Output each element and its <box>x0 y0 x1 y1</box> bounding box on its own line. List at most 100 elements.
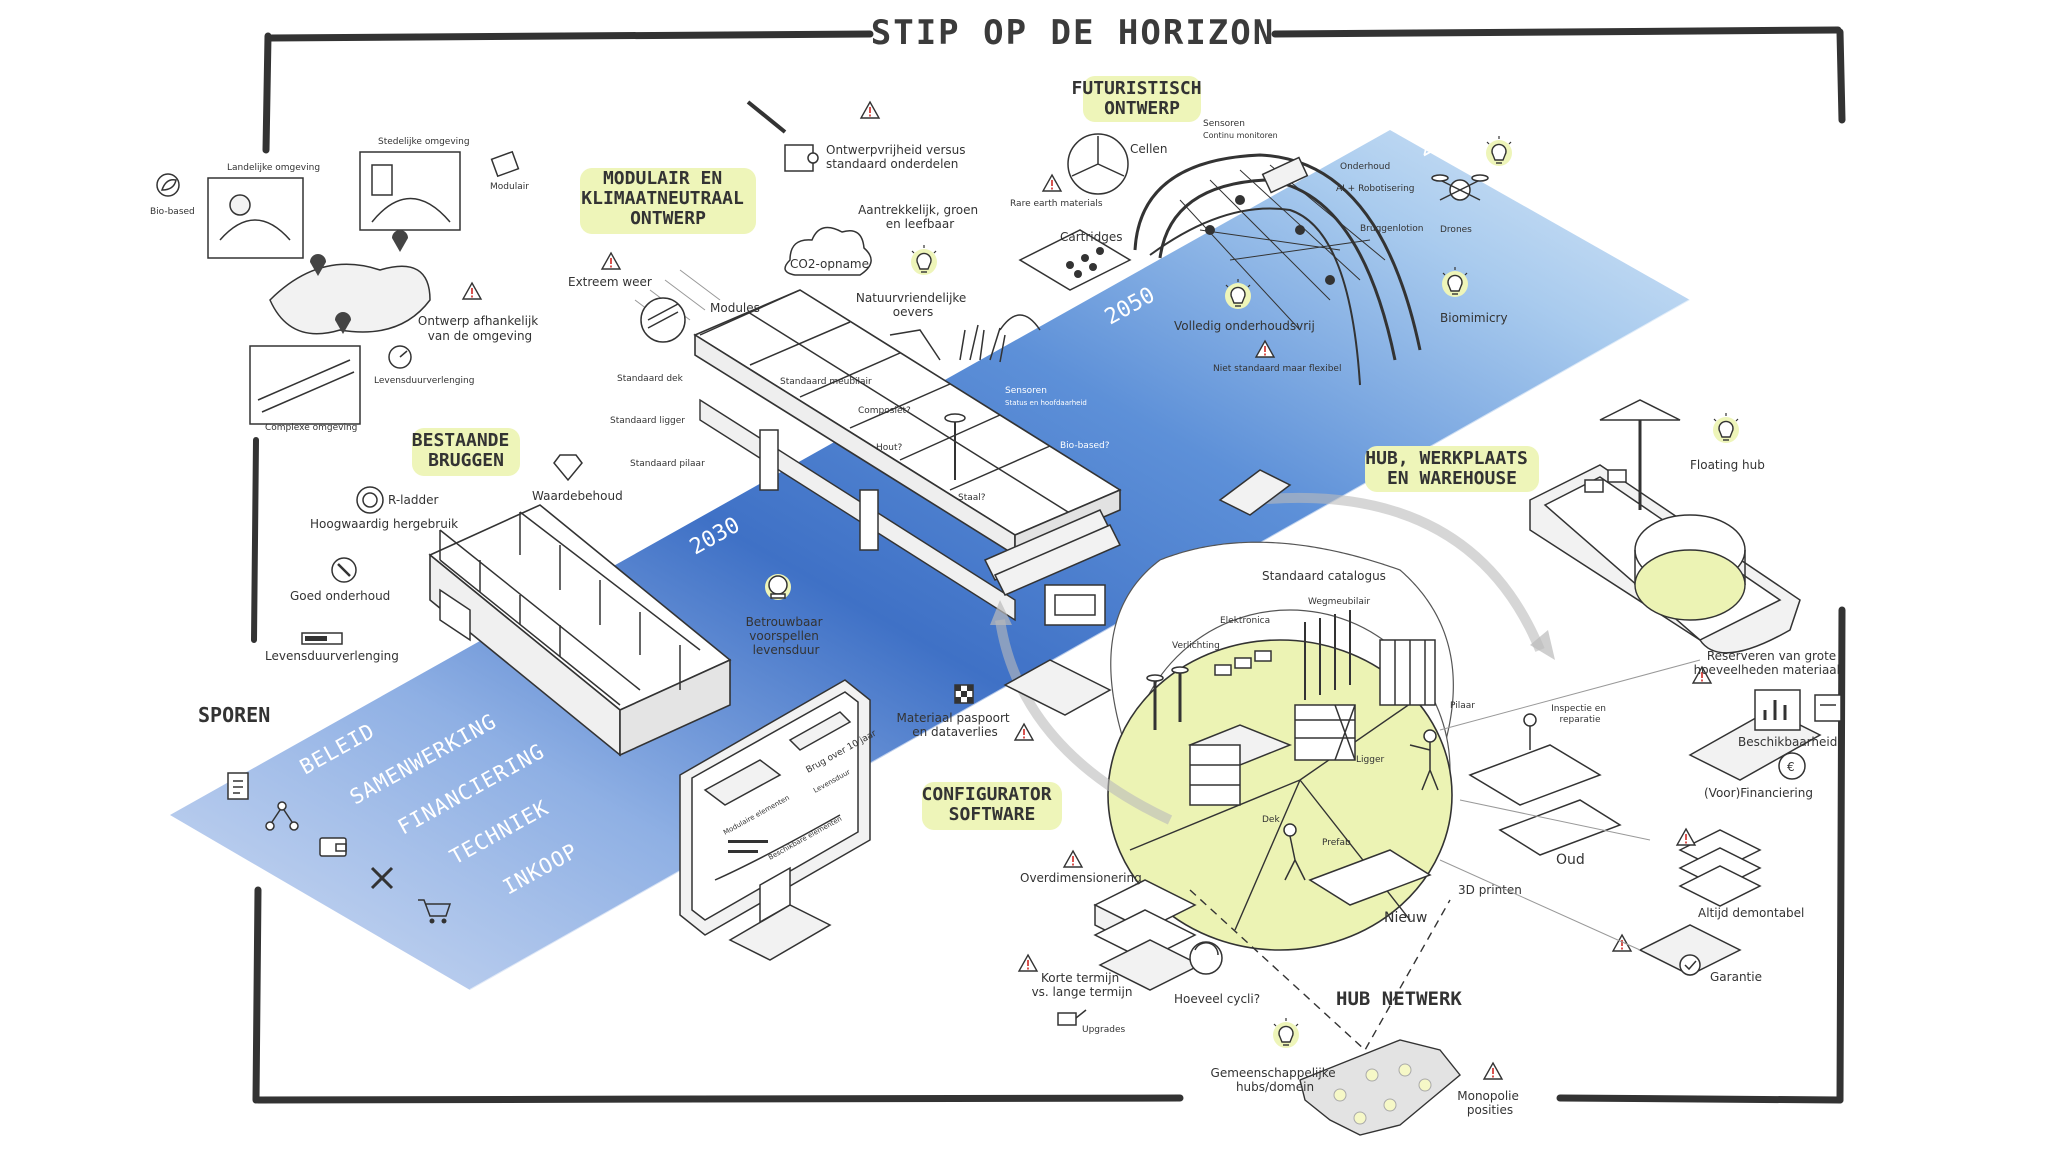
network-map <box>1299 1039 1461 1136</box>
label-voorfinanciering: (Voor)Financiering <box>1704 786 1813 800</box>
label-landelijke-omgeving: Landelijke omgeving <box>227 163 320 173</box>
modulair-line-1: MODULAIR EN <box>603 168 722 189</box>
futuristisch-line-1: FUTURISTISCH <box>1072 78 1202 99</box>
ontwerpvrijheid-line-2: standaard onderdelen <box>826 157 958 171</box>
heading-bestaande-bruggen: BESTAANDE BRUGGEN <box>412 430 520 471</box>
label-cellen: Cellen <box>1130 142 1167 156</box>
cartridge-icon <box>1018 229 1132 291</box>
label-standaard-ligger: Standaard ligger <box>610 416 685 426</box>
existing-bridge <box>428 504 732 757</box>
wrench-icon <box>331 557 357 583</box>
modulair-line-3: ONTWERP <box>630 208 706 229</box>
aantrekkelijk-line-2: en leefbaar <box>886 217 954 231</box>
voorspellen-line-1: Betrouwbaar <box>746 615 823 629</box>
label-hout: Hout? <box>876 443 903 453</box>
worker-figures <box>1283 713 1537 881</box>
reserveren-line-1: Reserveren van grote <box>1707 649 1836 663</box>
label-pilaar: Pilaar <box>1450 701 1475 711</box>
checker-icon <box>954 684 974 704</box>
label-standaard-pilaar: Standaard pilaar <box>630 459 705 469</box>
label-extreem-weer: Extreem weer <box>568 275 652 289</box>
poles <box>1304 610 1351 700</box>
arrow-curve-top <box>1254 492 1555 660</box>
label-standaard-dek: Standaard dek <box>617 374 684 384</box>
inspectie-line-1: Inspectie en <box>1551 704 1606 714</box>
puzzle-icon <box>784 144 819 172</box>
arrow-curve-left <box>990 600 1173 825</box>
reserveren-line-2: hoeveelheden materiaal <box>1694 663 1840 677</box>
heading-hub: HUB, WERKPLAATS EN WAREHOUSE <box>1365 448 1538 489</box>
cart-icon <box>418 899 452 924</box>
configurator-highlight <box>922 782 1062 830</box>
label-prefab: Prefab <box>1322 838 1351 848</box>
fan-icon <box>1067 133 1129 195</box>
label-bio-based-vraag: Bio-based? <box>1060 441 1110 451</box>
heading-futuristisch: FUTURISTISCH ONTWERP <box>1072 78 1213 119</box>
heading-modulair: MODULAIR EN KLIMAATNEUTRAAL ONTWERP <box>581 168 754 229</box>
drone-icon <box>1431 174 1489 201</box>
label-wegmeubilair: Wegmeubilair <box>1308 597 1370 607</box>
reserveren-tablet <box>1688 689 1822 781</box>
module-magnifier-icon <box>640 297 686 343</box>
label-bio-based: Bio-based <box>150 207 195 217</box>
hub-circle <box>1107 541 1622 951</box>
label-sensoren-modulair: Sensoren <box>1005 386 1047 396</box>
document-icon <box>227 772 249 800</box>
label-cartridges: Cartridges <box>1060 230 1123 244</box>
panel-top <box>1218 469 1292 516</box>
label-elektronica: Elektronica <box>1220 616 1270 626</box>
label-stedelijke-omgeving: Stedelijke omgeving <box>378 137 470 147</box>
money-bag-icon: € <box>1778 752 1806 780</box>
floating-hub <box>1529 399 1801 654</box>
label-levensduurverlenging-omgeving: Levensduurverlenging <box>374 376 474 386</box>
network-icon <box>265 801 299 831</box>
korte-line-1: Korte termijn <box>1041 971 1119 985</box>
modulair-line-2: KLIMAATNEUTRAAL <box>581 188 744 209</box>
monopolie-line-1: Monopolie <box>1457 1089 1519 1103</box>
ontwerp-line-1: Ontwerp afhankelijk <box>418 314 538 328</box>
label-monopolie-posities: Monopolie posities <box>1457 1089 1522 1117</box>
label-nieuw: Nieuw <box>1384 910 1427 926</box>
label-hoogwaardig-hergebruik: Hoogwaardig hergebruik <box>310 517 458 531</box>
label-oud: Oud <box>1556 852 1585 868</box>
wallet-icon <box>319 837 347 857</box>
label-materiaal-paspoort: Materiaal paspoort en dataverlies <box>897 711 1014 739</box>
label-modulair: Modulair <box>490 182 529 192</box>
overdim-beams <box>1093 879 1202 991</box>
crystal-ball-icon <box>765 574 791 600</box>
label-overdimensionering: Overdimensionering <box>1020 871 1142 885</box>
label-aantrekkelijk: Aantrekkelijk, groen en leefbaar <box>858 203 982 231</box>
sporen-heading: SPOREN <box>198 703 270 727</box>
label-inspectie: Inspectie en reparatie <box>1551 704 1609 725</box>
grass-icon <box>959 324 1006 363</box>
korte-line-2: vs. lange termijn <box>1032 985 1133 999</box>
omgeving-sketch <box>156 150 520 425</box>
bestaande-highlight <box>412 428 520 476</box>
ring-icon <box>356 486 384 514</box>
configurator-monitor <box>679 679 871 961</box>
gemeenschappelijk-line-2: hubs/domein <box>1236 1080 1314 1094</box>
label-3d-printen: 3D printen <box>1458 883 1522 897</box>
cameras <box>1214 650 1272 676</box>
ontwerpvrijheid-line-1: Ontwerpvrijheid versus <box>826 143 966 157</box>
year-2100: 2100 <box>1414 115 1472 163</box>
module-icon <box>490 150 520 178</box>
inspectie-line-2: reparatie <box>1559 715 1601 725</box>
configurator-line-1: CONFIGURATOR <box>922 784 1052 805</box>
label-staal: Staal? <box>958 493 986 503</box>
label-modules: Modules <box>710 301 760 315</box>
heading-hub-netwerk: HUB NETWERK <box>1336 988 1462 1010</box>
frame <box>251 26 1846 1104</box>
tools-icon <box>370 866 394 890</box>
panel-left <box>1003 659 1112 716</box>
cycle-icon <box>1189 941 1223 975</box>
label-verlichting: Verlichting <box>1172 641 1220 651</box>
network-cone <box>1189 889 1451 1052</box>
voorspellen-line-3: levensduur <box>753 643 820 657</box>
upgrade-plug-icon <box>1057 1009 1087 1026</box>
futuristic-bridge <box>1133 153 1422 386</box>
label-rare-earth: Rare earth materials <box>1010 199 1103 209</box>
heading-configurator: CONFIGURATOR SOFTWARE <box>922 784 1063 825</box>
label-gemeenschappelijke-hubs: Gemeenschappelijke hubs/domein <box>1211 1066 1340 1094</box>
